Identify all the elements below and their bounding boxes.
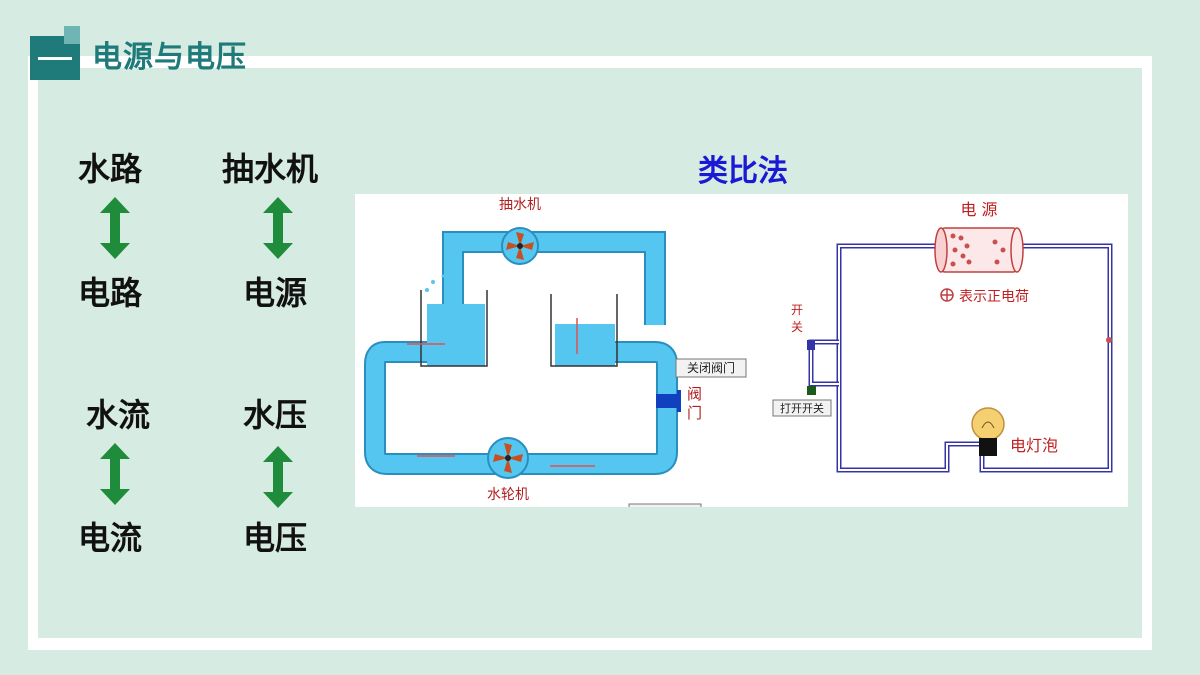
- term-water-pressure: 水压: [243, 396, 308, 434]
- term-water-flow: 水流: [86, 396, 151, 434]
- term-pump: 抽水机: [222, 150, 319, 188]
- close-valve-button[interactable]: [675, 358, 747, 378]
- double-arrow-icon: [100, 197, 130, 259]
- term-power-source: 电源: [243, 274, 308, 312]
- double-arrow-icon: [263, 197, 293, 259]
- badge-corner: [64, 26, 80, 44]
- double-arrow-icon: [263, 446, 293, 508]
- term-water-circuit: 水路: [78, 150, 143, 188]
- badge-dash-icon: [38, 57, 72, 60]
- pump-label: 抽水机: [499, 197, 541, 213]
- right-tank-water: [555, 324, 615, 366]
- section-badge: [30, 26, 80, 80]
- bulb-label: 电灯泡: [1010, 436, 1058, 455]
- water-circuit: 抽水机 关闭阀门 阀 门 水轮机: [364, 197, 747, 507]
- analogy-svg: 抽水机 关闭阀门 阀 门 水轮机: [364, 197, 1113, 507]
- double-arrow-icon: [100, 443, 130, 505]
- page-title: 电源与电压: [92, 40, 247, 75]
- term-circuit: 电路: [78, 274, 143, 312]
- close-valve-label: 关闭阀门: [687, 360, 735, 375]
- left-tank-water: [427, 304, 485, 366]
- valve-label-1: 阀: [687, 385, 702, 403]
- wire-loop: [836, 243, 1113, 473]
- electric-circuit: 电 源 表示正电荷 开 关 打开开关 电灯泡: [772, 200, 1113, 473]
- switch-icon[interactable]: [807, 386, 816, 395]
- switch-label-2: 关: [791, 320, 803, 334]
- open-switch-button[interactable]: [772, 399, 832, 417]
- right-tank: [550, 294, 618, 367]
- turbine-label: 水轮机: [487, 487, 529, 503]
- switch-label-1: 开: [791, 303, 803, 317]
- left-tank: [420, 290, 488, 367]
- term-voltage: 电压: [243, 519, 308, 557]
- upper-pipe-water: [444, 233, 664, 325]
- analogy-diagram: 抽水机 关闭阀门 阀 门 水轮机: [355, 194, 1128, 507]
- valve-label-2: 门: [687, 404, 702, 422]
- bulb-icon: [971, 407, 1005, 441]
- open-switch-label: 打开开关: [780, 401, 824, 415]
- legend-label: 表示正电荷: [959, 289, 1029, 305]
- method-label: 类比法: [698, 154, 788, 189]
- switch-wire: [808, 339, 839, 387]
- term-current: 电流: [78, 519, 143, 557]
- source-label: 电 源: [960, 200, 997, 219]
- partial-button[interactable]: [628, 503, 702, 507]
- valve-icon: [656, 394, 678, 408]
